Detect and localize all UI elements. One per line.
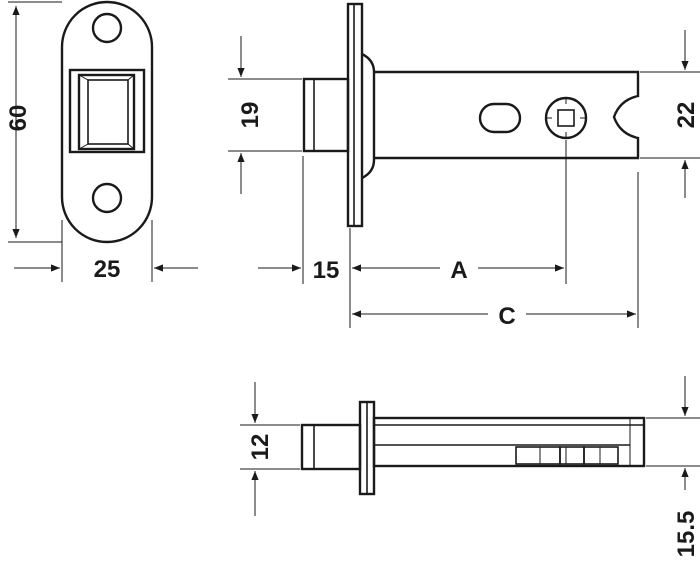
latch-bolt [302, 77, 350, 153]
dimension-strike-height: 60 [5, 1, 62, 243]
latch-case-body [374, 70, 640, 160]
dimension-backset-depth: 22 [640, 30, 700, 198]
strike-plate-outline [60, 0, 154, 244]
latch-oval-slot [478, 102, 522, 134]
strike-top-screw-hole [91, 12, 123, 44]
strike-latch-opening-slot [87, 79, 129, 145]
strike-plate [60, 0, 154, 244]
dimension-case-length-c: C [352, 172, 639, 330]
dimension-label-60: 60 [5, 105, 32, 132]
dimension-side-latch-height: 12 [240, 382, 300, 516]
dimension-backset-a: A [352, 140, 567, 284]
strike-latch-opening-inner [77, 73, 136, 151]
dimension-label-15-5: 15.5 [673, 511, 700, 558]
dimension-latch-projection: 15 [258, 156, 351, 328]
dimension-latch-height: 19 [228, 36, 302, 194]
dimension-label-12: 12 [247, 434, 274, 461]
strike-bottom-screw-hole [91, 182, 123, 214]
forend-plate [346, 2, 364, 228]
latch-spindle-square [557, 109, 575, 127]
dimension-label-19: 19 [237, 102, 264, 129]
side-latch-bolt [300, 423, 362, 471]
dimension-label-15: 15 [313, 257, 340, 284]
side-latch-case [372, 416, 646, 468]
dimension-label-c: C [498, 303, 515, 330]
strike-latch-opening-outer [68, 68, 146, 154]
latch-top-view [302, 2, 640, 228]
dimension-side-case-offset: 15.5 [646, 376, 700, 557]
dimension-label-25: 25 [94, 256, 121, 283]
dimension-strike-width: 25 [14, 220, 198, 283]
dimension-label-a: A [450, 257, 467, 284]
latch-side-view [300, 400, 646, 496]
dimension-label-22: 22 [673, 102, 700, 129]
